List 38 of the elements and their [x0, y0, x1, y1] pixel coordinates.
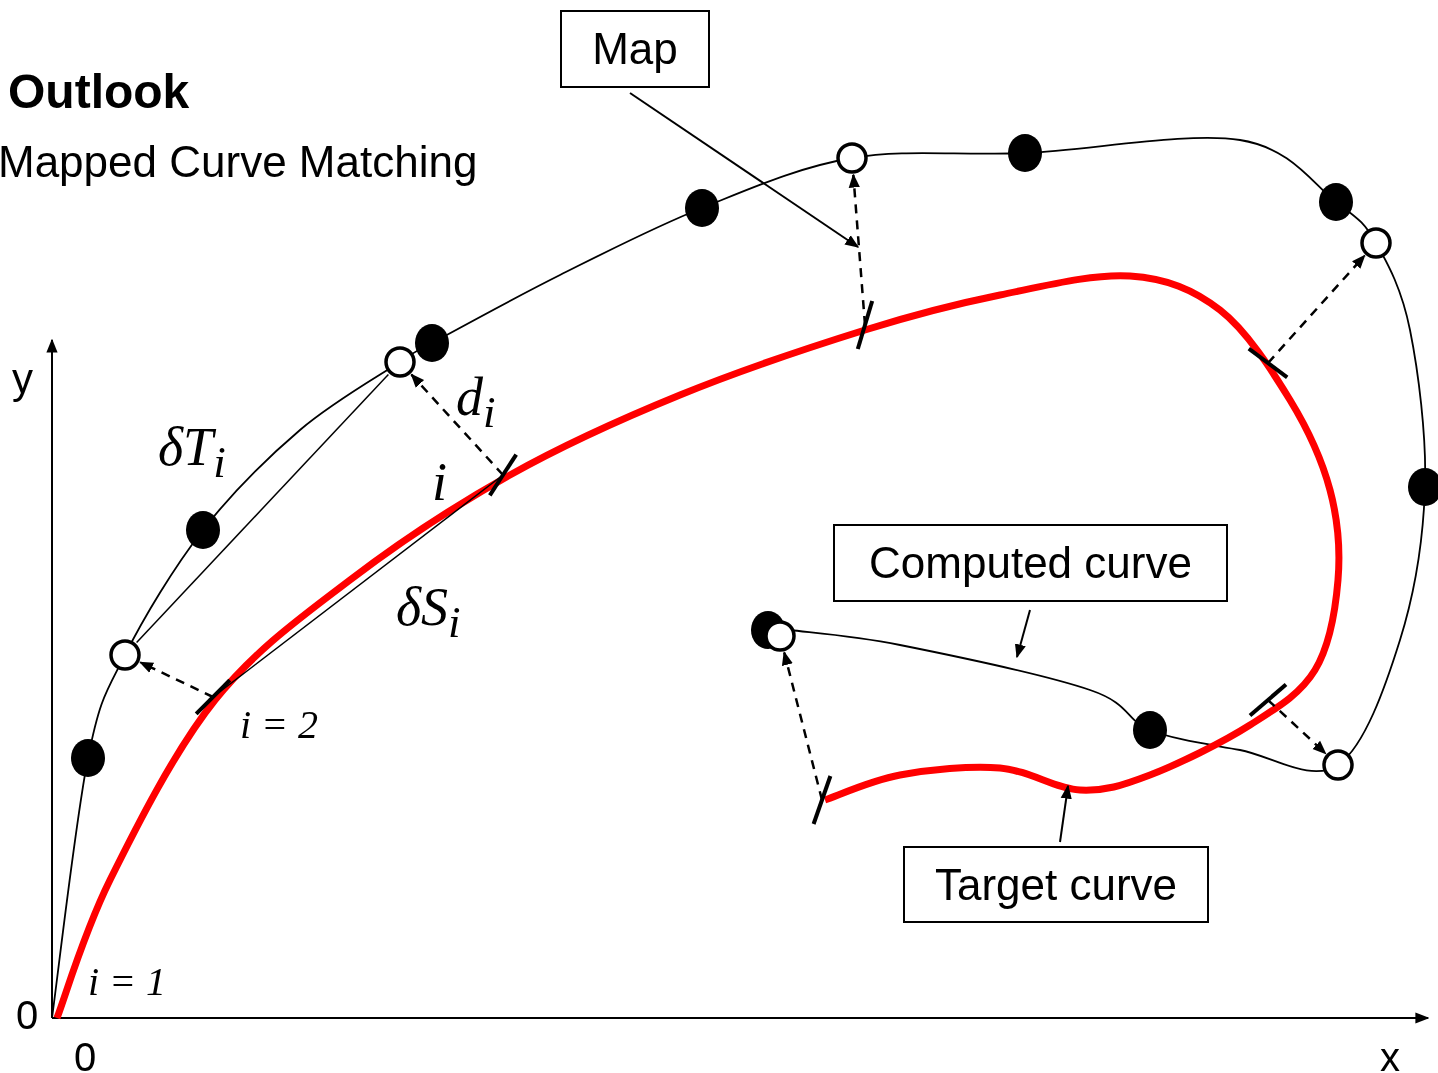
subtitle: Mapped Curve Matching [0, 140, 478, 184]
callout-box: Computed curve [833, 524, 1228, 602]
open-point [836, 142, 868, 174]
open-point [764, 620, 796, 652]
chord-line [135, 373, 390, 644]
open-point [1360, 227, 1392, 259]
dashed-arrow [781, 651, 824, 801]
axis-tick-label: 0 [16, 995, 39, 1035]
axis-label: y [12, 358, 33, 400]
dashed-arrow [139, 661, 214, 699]
leader-line [1014, 609, 1031, 659]
math-label: δS$_{i}$ [396, 580, 461, 645]
callout-box: Map [560, 10, 710, 88]
chord-line [212, 474, 504, 698]
math-label: i = 1 [88, 962, 167, 1002]
tick-mark [1248, 682, 1288, 718]
axis-label: x [1380, 1037, 1400, 1073]
callout-box: Target curve [903, 846, 1209, 923]
math-label: d$_{i}$ [456, 370, 496, 435]
tick-mark [811, 775, 833, 825]
tick-mark [488, 453, 518, 497]
tick-mark [1247, 347, 1289, 379]
math-label: i = 2 [240, 705, 319, 745]
math-label: δT$_{i}$ [158, 420, 226, 485]
dashed-arrow [410, 373, 504, 476]
leader-line [1059, 784, 1072, 843]
axis-tick-label: 0 [74, 1037, 97, 1073]
math-label: i [432, 455, 447, 509]
dashed-arrow [848, 173, 867, 326]
leader-line [629, 92, 860, 248]
open-point [384, 346, 416, 378]
open-point [1322, 749, 1354, 781]
slide-title: Outlook [8, 68, 190, 116]
dashed-arrow [1267, 254, 1366, 364]
dashed-arrow [1267, 699, 1327, 755]
tick-mark [194, 678, 232, 716]
open-point [109, 639, 141, 671]
tick-mark [855, 300, 875, 350]
